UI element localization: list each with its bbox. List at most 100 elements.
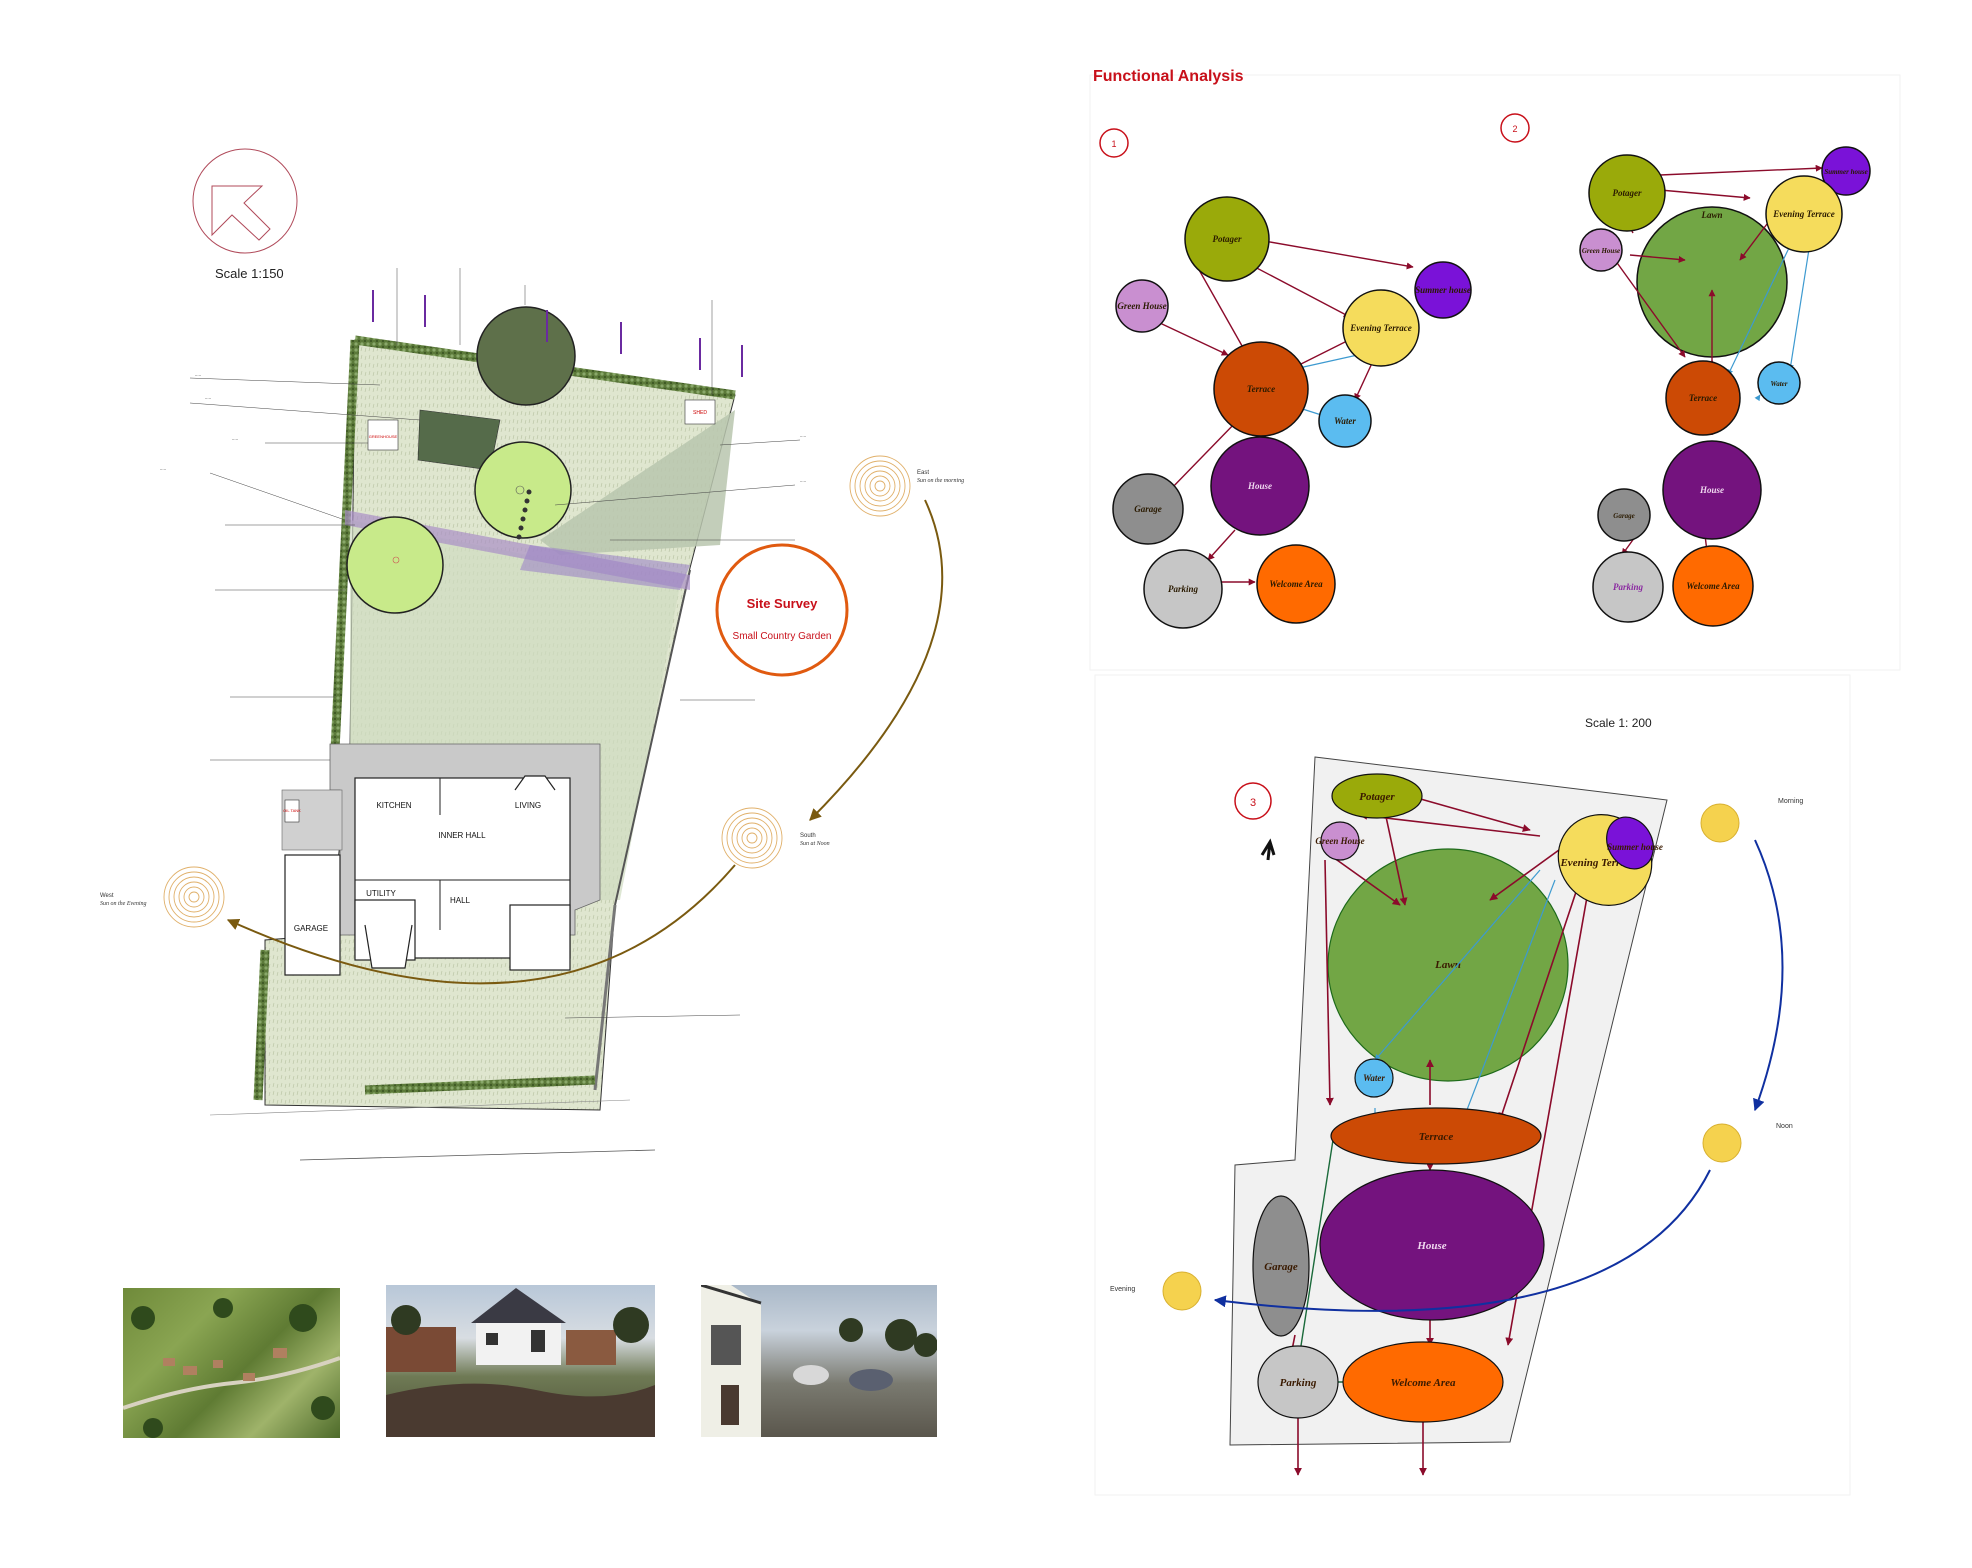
green-house-label-3: Green House: [1315, 836, 1364, 846]
sun-east-label: East: [917, 470, 929, 476]
sun-noon-icon: [1702, 1123, 1742, 1163]
green-house-bubble-3: [1320, 821, 1360, 861]
summer-house-bubble-2: [1821, 146, 1871, 196]
evening-terrace-bubble: [1342, 289, 1420, 367]
annotation-leaders: [189, 268, 801, 1019]
water-bubble-3: [1354, 1058, 1394, 1098]
grass-border: [540, 410, 735, 555]
terrace-label-2: Terrace: [1689, 393, 1717, 403]
terrace-bubble-3: [1330, 1107, 1542, 1165]
terrace-bubble-2: [1665, 360, 1741, 436]
functional-analysis: Functional Analysis 1 Pot: [1089, 68, 1901, 1496]
greenhouse: [367, 419, 399, 451]
site-plan-scale: Scale 1:150: [215, 266, 284, 281]
svg-text:.....: .....: [800, 479, 806, 484]
garage-label-3: Garage: [1264, 1261, 1298, 1273]
svg-text:.....: .....: [195, 373, 201, 378]
view-arrows: [372, 290, 743, 377]
site-plan: Scale 1:150 GREENHOUSE S: [100, 148, 964, 1161]
summer-house-label-2: Summer house: [1824, 168, 1867, 176]
sun-west-icon: [163, 866, 225, 928]
diagram-1-number: 1: [1111, 139, 1116, 149]
shed-label: SHED: [693, 410, 707, 416]
functional-analysis-title: Functional Analysis: [1093, 68, 1244, 85]
summer-house-bubble-3: [1606, 816, 1654, 870]
potager-label-3: Potager: [1359, 791, 1395, 803]
garage-label: Garage: [1134, 504, 1162, 514]
diagram-2-badge: [1500, 113, 1530, 143]
shed: [684, 399, 716, 425]
potager-label: Potager: [1213, 234, 1242, 244]
oil-tank-label: OIL TANK: [283, 808, 301, 813]
water-label-2: Water: [1771, 380, 1788, 388]
diagram-2-number: 2: [1512, 124, 1517, 134]
inner-hall-label: INNER HALL: [438, 831, 486, 840]
sun-path-morning-noon: [1753, 839, 1784, 1112]
garage-bubble: [1112, 473, 1184, 545]
diagram-2-water-arrows: [1727, 224, 1813, 402]
living-label: LIVING: [515, 801, 541, 810]
sun-morning-label: Morning: [1778, 798, 1803, 805]
kitchen-label: KITCHEN: [376, 801, 411, 810]
lavender-hedge: [520, 545, 690, 590]
water-label: Water: [1334, 416, 1356, 426]
welcome-area-label-3: Welcome Area: [1390, 1377, 1456, 1389]
house-label-2: House: [1699, 485, 1724, 495]
sun-west-note: Sun on the Evening: [100, 901, 147, 907]
sun-morning-icon: [1700, 803, 1740, 843]
water-bubble: [1318, 394, 1372, 448]
site-survey-title: Site Survey: [747, 596, 819, 611]
parking-bubble-3: [1257, 1345, 1339, 1419]
sun-south-note: Sun at Noon: [800, 841, 830, 847]
green-house-bubble-2: [1579, 228, 1623, 272]
svg-text:.....: .....: [232, 437, 238, 442]
welcome-area-bubble-3: [1342, 1341, 1504, 1423]
evening-terrace-label: Evening Terrace: [1349, 323, 1411, 333]
hedge-front-left: [253, 949, 270, 1101]
bubble-diagram-1: 1 Potager Green House S: [1099, 128, 1472, 629]
fence-drive: [593, 904, 617, 1091]
sun-noon-label: Noon: [1776, 1123, 1793, 1130]
lawn-label-2: Lawn: [1700, 210, 1722, 220]
garage-bubble-2: [1597, 488, 1651, 542]
site-survey-subtitle: Small Country Garden: [733, 631, 832, 642]
evening-terrace-bubble-2: [1765, 175, 1843, 253]
greenhouse-label: GREENHOUSE: [369, 434, 398, 439]
summer-house-bubble: [1414, 261, 1472, 319]
diagram-3-number: 3: [1250, 797, 1256, 809]
svg-text:.....: .....: [205, 396, 211, 401]
garage-label: GARAGE: [294, 924, 328, 933]
welcome-area-bubble: [1256, 544, 1336, 624]
parking-label: Parking: [1168, 584, 1199, 594]
sun-path-east-south: [809, 499, 944, 821]
water-bubble-2: [1757, 361, 1801, 405]
welcome-area-bubble-2: [1672, 545, 1754, 627]
potager-bubble-3: [1331, 773, 1423, 819]
bubble-diagram-2: 2 Lawn Potager: [1500, 113, 1871, 627]
diagram-3-scale: Scale 1: 200: [1585, 716, 1652, 730]
parking-label-3: Parking: [1280, 1377, 1317, 1389]
house-label: House: [1247, 481, 1272, 491]
parking-bubble-2: [1592, 551, 1664, 623]
green-house-label-2: Green House: [1582, 247, 1620, 255]
house-rear-photo: [386, 1285, 655, 1437]
sun-south-label: South: [800, 833, 816, 839]
potager-bubble-2: [1588, 154, 1666, 232]
sun-path-noon-evening: [1213, 1169, 1711, 1312]
green-house-label: Green House: [1117, 301, 1166, 311]
north-arrow-icon: [192, 148, 298, 254]
welcome-area-label-2: Welcome Area: [1686, 581, 1740, 591]
hedge-front: [364, 1075, 596, 1095]
svg-text:.....: .....: [160, 467, 166, 472]
diagram-1-badge: [1099, 128, 1129, 158]
house-floorplan: [284, 775, 571, 976]
terrace-bubble: [1213, 341, 1309, 437]
sun-east-icon: [849, 455, 911, 517]
north-arrow-3-icon: [1260, 838, 1276, 861]
tree-middle: [474, 441, 572, 539]
house-bubble-2: [1662, 440, 1762, 540]
road-line: [299, 1149, 656, 1161]
sun-west-label: West: [100, 893, 114, 899]
sun-east-note: Sun on the morning: [917, 478, 964, 484]
hall-label: HALL: [450, 896, 471, 905]
